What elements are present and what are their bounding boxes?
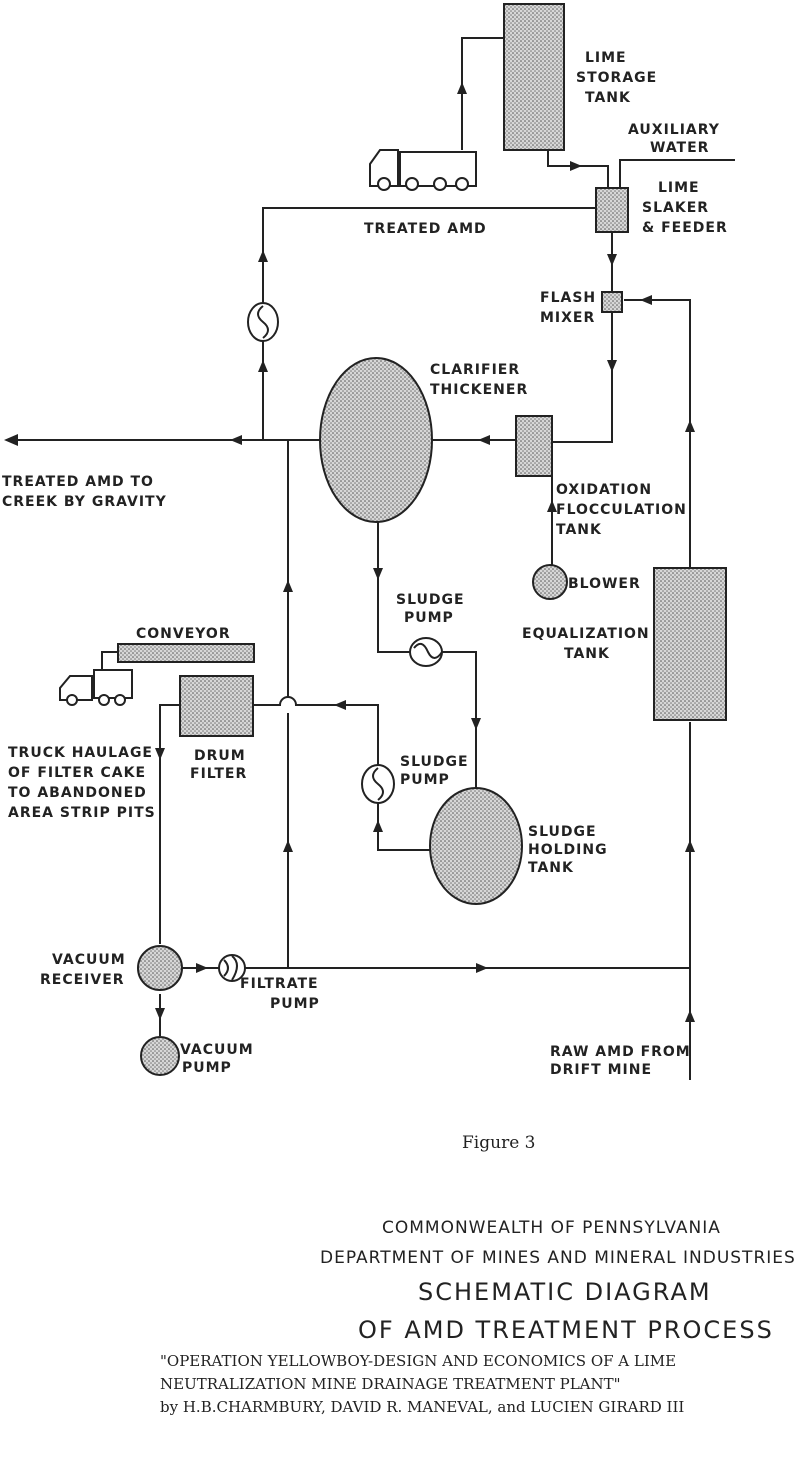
reference-line-2: NEUTRALIZATION MINE DRAINAGE TREATMENT P… [160,1375,621,1393]
label-equalization-tank: EQUALIZATION TANK [522,626,656,662]
process-schematic: LIME STORAGE TANK AUXILIARY WATER LIME S… [2,3,735,1080]
label-lime-storage-tank: LIME STORAGE TANK [576,50,663,106]
label-blower: BLOWER [568,576,641,592]
pipe-holding-return [377,800,430,851]
pipe-pump2-to-filter [306,704,379,768]
sludge-holding-tank [429,787,523,905]
label-flash-mixer: FLASH MIXER [540,290,602,326]
blower [532,564,568,600]
pipe-clarifier-sludge [377,520,410,653]
label-clarifier: CLARIFIER THICKENER [430,362,528,398]
label-auxiliary-water: AUXILIARY WATER [628,122,726,156]
label-raw-amd: RAW AMD FROM DRIFT MINE [550,1044,697,1078]
label-drum-filter: DRUM FILTER [190,748,252,782]
clarifier-thickener [319,357,433,523]
caption-commonwealth: COMMONWEALTH OF PENNSYLVANIA [382,1218,721,1238]
pipe-equalization-to-mixer [624,299,691,568]
pipe-conveyor-drop [101,651,118,672]
conveyor [117,643,255,663]
lime-slaker [595,187,629,233]
label-oxidation-tank: OXIDATION FLOCCULATION TANK [556,482,693,538]
vacuum-receiver [137,945,183,991]
lime-storage-tank [503,3,565,151]
vacuum-pump [140,1036,180,1076]
label-vacuum-pump: VACUUM PUMP [180,1042,260,1076]
pipe-truck-fill [461,37,504,150]
figure-label: Figure 3 [462,1133,536,1153]
oxidation-flocculation-tank [515,415,553,477]
pipe-filter-to-receiver [159,704,180,944]
caption-title-2: OF AMD TREATMENT PROCESS [358,1316,774,1344]
equalization-tank [653,567,727,721]
label-treated-to-creek: TREATED AMD TO CREEK BY GRAVITY [2,474,167,510]
label-sludge-pump-1: SLUDGE PUMP [396,592,470,626]
label-treated-amd: TREATED AMD [364,221,487,237]
sludge-pump-1 [409,637,443,667]
caption-department: DEPARTMENT OF MINES AND MINERAL INDUSTRI… [320,1248,796,1268]
label-filtrate-pump: FILTRATE PUMP [240,976,324,1012]
reference-line-1: "OPERATION YELLOWBOY-DESIGN AND ECONOMIC… [160,1352,677,1370]
label-vacuum-receiver: VACUUM RECEIVER [40,952,132,988]
label-sludge-holding-tank: SLUDGE HOLDING TANK [528,824,613,876]
label-conveyor: CONVEYOR [136,626,231,642]
label-lime-slaker: LIME SLAKER & FEEDER [642,180,728,236]
pipe-crossover [253,696,306,706]
haulage-truck [59,669,133,706]
pipe-sludge-to-holding [442,651,477,790]
label-truck-haulage: TRUCK HAULAGE OF FILTER CAKE TO ABANDONE… [8,745,159,821]
flash-mixer [601,291,623,313]
pipe-mixer-to-oxidation [552,312,613,443]
pipe-auxiliary-water [619,159,735,188]
caption-title-1: SCHEMATIC DIAGRAM [418,1278,712,1306]
pipe-lime-to-slaker [547,150,609,188]
lime-delivery-truck [369,149,477,191]
reference-line-3: by H.B.CHARMBURY, DAVID R. MANEVAL, and … [160,1398,685,1416]
label-sludge-pump-2: SLUDGE PUMP [400,754,474,788]
drum-filter [179,675,254,737]
